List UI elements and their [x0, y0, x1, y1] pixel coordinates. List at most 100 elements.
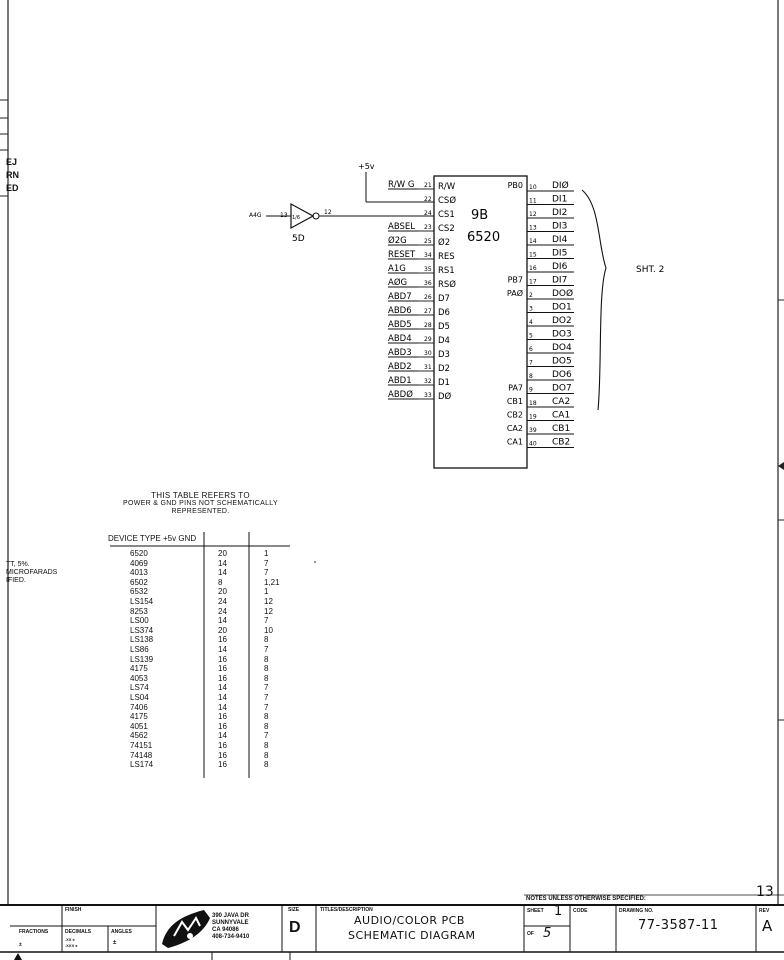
left-pin-number: 30: [424, 350, 432, 357]
device-type-cell: LS04: [130, 693, 149, 702]
device-type-cell: LS174: [130, 760, 154, 770]
table-header-gnd: GND: [178, 534, 197, 543]
left-signal-label: ABD4: [388, 334, 412, 344]
right-signal-label: DO1: [552, 303, 572, 313]
left-signal-label: ABSEL: [388, 222, 415, 232]
gnd-pin-cell: 8: [264, 635, 269, 645]
gnd-pin-cell: 8: [264, 712, 269, 722]
left-signal-label: RESET: [388, 250, 416, 260]
right-pin-number: 17: [529, 279, 537, 286]
fractions-label: FRACTIONS: [19, 929, 49, 935]
vcc-pin-cell: 14: [218, 568, 227, 578]
right-signal-label: DI7: [552, 276, 567, 286]
table-title-line: POWER & GND PINS NOT SCHEMATICALLY: [123, 500, 278, 507]
vcc-pin-cell: 24: [218, 597, 227, 606]
left-signal-label: ABD2: [388, 362, 412, 372]
device-type-cell: 4175: [130, 664, 148, 674]
left-pin-number: 29: [424, 336, 432, 343]
margin-letter: EJ: [6, 157, 18, 167]
gnd-pin-cell: 7: [264, 616, 269, 626]
of-label: OF: [527, 931, 534, 937]
table-row: LS86 14 7: [108, 645, 308, 654]
right-signal-label: DO7: [552, 384, 572, 394]
decimals-label: DECIMALS: [65, 929, 92, 935]
gnd-pin-cell: 8: [264, 741, 269, 750]
device-type-cell: 4051: [130, 721, 148, 731]
gnd-pin-cell: 7: [264, 558, 269, 568]
address-line: 390 JAVA DR: [212, 913, 249, 919]
left-signal-label: A1G: [388, 264, 406, 274]
right-signal-label: CA1: [552, 411, 570, 421]
note-line: MICROFARADS: [6, 569, 58, 576]
vcc-pin-cell: 14: [218, 616, 227, 626]
device-type-cell: 8253: [130, 606, 148, 616]
right-signal-label: DO3: [552, 330, 572, 340]
right-signal-label: DI5: [552, 249, 567, 259]
device-type-cell: 4562: [130, 731, 148, 741]
device-type-cell: 4069: [130, 558, 148, 568]
vcc-pin-cell: 16: [218, 721, 227, 731]
chip-pin-name: PB7: [508, 276, 523, 285]
gnd-pin-cell: 7: [264, 568, 269, 578]
gnd-pin-cell: 7: [264, 645, 269, 654]
left-pin-number: 21: [424, 182, 432, 189]
gnd-pin-cell: 7: [264, 683, 269, 693]
rev-value: A: [762, 917, 773, 935]
vcc-pin-cell: 14: [218, 683, 227, 693]
chip-pin-name: D4: [438, 336, 450, 346]
table-header-device: DEVICE TYPE: [108, 534, 161, 543]
right-signal-label: DI1: [552, 195, 567, 205]
chip-pin-name: D1: [438, 378, 450, 388]
code-label: CODE: [573, 908, 588, 914]
left-pin-number: 27: [424, 308, 432, 315]
note-line: TT, 5%.: [6, 561, 30, 568]
chip-pin-name: D2: [438, 364, 450, 374]
device-type-cell: LS154: [130, 597, 154, 606]
right-pin-number: 8: [529, 373, 533, 380]
chip-type: 6520: [467, 230, 500, 245]
left-signal-label: Ø2G: [388, 235, 407, 246]
device-type-cell: LS138: [130, 635, 154, 645]
vcc-pin-cell: 8: [218, 577, 223, 587]
address-line: CA 94086: [212, 927, 239, 933]
vcc-pin-cell: 16: [218, 741, 227, 750]
chip-pin-name: Ø2: [438, 237, 450, 248]
right-pin-number: 13: [529, 225, 537, 232]
gnd-pin-cell: 1,21: [264, 577, 280, 587]
gnd-pin-cell: 8: [264, 721, 269, 731]
vcc-pin-cell: 16: [218, 750, 227, 760]
gnd-pin-cell: 10: [264, 625, 273, 635]
device-type-cell: LS86: [130, 645, 149, 654]
fractions-value: ±: [19, 942, 22, 948]
chip-pin-name: CB1: [507, 397, 523, 406]
gnd-pin-cell: 7: [264, 693, 269, 702]
vcc-pin-cell: 14: [218, 645, 227, 654]
angles-value: ±: [113, 940, 117, 946]
chip-pin-name: RS1: [438, 266, 455, 276]
titles-label: TITLES/DESCRIPTION: [320, 907, 373, 913]
chip-pin-name: CB2: [507, 411, 523, 420]
sheet-value: 1: [554, 904, 563, 919]
notes-header: NOTES UNLESS OTHERWISE SPECIFIED:: [526, 896, 646, 902]
right-signal-label: CB2: [552, 438, 570, 448]
device-type-cell: 6502: [130, 577, 148, 587]
vcc-pin-cell: 16: [218, 654, 227, 664]
gnd-pin-cell: 12: [264, 597, 273, 606]
chip-pin-name: PAØ: [507, 288, 523, 298]
right-signal-label: DI3: [552, 222, 567, 232]
drawing-title-line2: SCHEMATIC DIAGRAM: [348, 929, 476, 942]
left-pin-number: 23: [424, 224, 432, 231]
left-signal-label: ABDØ: [388, 389, 413, 400]
left-signal-label: ABD3: [388, 348, 412, 358]
gnd-pin-cell: 8: [264, 673, 269, 683]
vcc-pin-cell: 16: [218, 635, 227, 645]
device-type-cell: 74148: [130, 750, 153, 760]
